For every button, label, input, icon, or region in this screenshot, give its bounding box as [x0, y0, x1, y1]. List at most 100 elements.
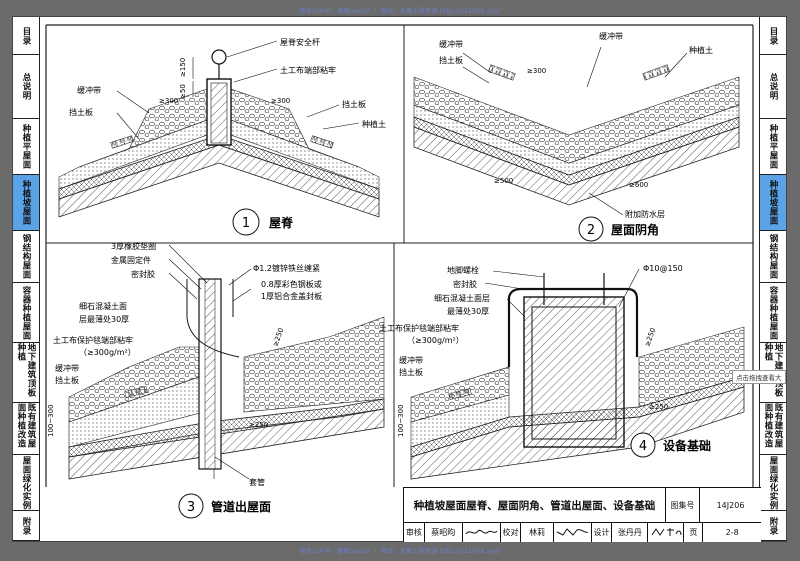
left-tab-label: 钢结构屋面	[21, 234, 31, 279]
checker-name: 林莉	[521, 522, 554, 542]
label-rubber-pad: 3厚橡胶垫圈	[111, 241, 156, 251]
left-tab-6[interactable]: 容器种植屋面	[13, 283, 39, 343]
right-tab-label: 总说明	[768, 73, 778, 100]
detail-2-title: 屋面阴角	[611, 222, 659, 237]
dim-3-250b: ≥250	[249, 421, 268, 429]
left-tab-9[interactable]: 屋面绿化实例	[13, 455, 39, 511]
right-tab-4[interactable]: 种植坡屋面	[760, 175, 786, 231]
dim-2-600: ≥600	[629, 181, 648, 189]
dim-300a: ≥300	[159, 97, 178, 105]
label-geotextile-4b: （≥300g/m²）	[407, 336, 464, 345]
left-tab-8[interactable]: 既有建筑屋面种植改造	[13, 403, 39, 455]
page-label: 页	[684, 522, 704, 542]
review-label: 审核	[404, 522, 425, 542]
label-concrete-3b: 层最薄处30厚	[79, 314, 129, 324]
left-tab-label: 种植平屋面	[21, 124, 31, 169]
right-tab-2[interactable]: 总说明	[760, 55, 786, 119]
detail-3-title: 管道出屋面	[211, 499, 271, 514]
dim-2-300: ≥300	[527, 67, 546, 75]
right-tab-strip: 目录总说明种植平屋面种植坡屋面钢结构屋面容器种植屋面地下建筑顶板种植既有建筑屋面…	[759, 17, 786, 541]
label-steel-plate-2: 1厚铝合金盖封板	[261, 291, 322, 301]
left-tab-label: 总说明	[21, 73, 31, 100]
detail-2-number: 2	[587, 223, 595, 238]
right-tab-10[interactable]: 附录	[760, 511, 786, 541]
label-soil-1: 种植土	[362, 119, 386, 129]
label-extra-waterproof: 附加防水层	[625, 209, 665, 219]
watermark-top: 微信公众号：豚豚useful ｜ 网站：大猿工程资源 http://521006…	[299, 8, 501, 15]
right-tab-label: 钢结构屋面	[768, 234, 778, 279]
dim-50: ≥50	[179, 84, 187, 99]
dim-3-250a: ≥250	[271, 327, 285, 348]
label-metal-fixer: 金属固定件	[111, 255, 151, 265]
label-sealant-3: 密封胶	[131, 269, 155, 279]
left-tab-label: 目录	[21, 26, 31, 45]
detail-3-pipe: 3厚橡胶垫圈 金属固定件 密封胶 Φ1.2镀锌铁丝缠紧 0.8厚彩色钢板或 1厚…	[47, 241, 385, 519]
label-geotextile-3a: 土工布保护毯端部粘牢	[53, 335, 133, 345]
label-concrete-4b: 最薄处30厚	[447, 306, 489, 316]
right-tab-label: 附录	[768, 516, 778, 535]
checker-signature	[554, 522, 592, 542]
right-tab-label: 屋面绿化实例	[768, 455, 778, 510]
detail-4-number: 4	[639, 439, 647, 454]
left-tab-4[interactable]: 种植坡屋面	[13, 175, 39, 231]
dim-150: ≥150	[179, 58, 187, 77]
detail-2-valley: 缓冲带 挡土板 种植土 附加防水层 缓冲带 ≥300 ≥500 ≥600 2 屋…	[413, 31, 740, 242]
label-geotextile-1: 土工布端部粘牢	[280, 65, 336, 75]
label-buffer-belt-3: 缓冲带	[55, 363, 79, 373]
dim-300b: ≥300	[271, 97, 290, 105]
right-tab-9[interactable]: 屋面绿化实例	[760, 455, 786, 511]
left-tab-5[interactable]: 钢结构屋面	[13, 231, 39, 283]
left-tab-label: 容器种植屋面	[21, 285, 31, 340]
reviewer-signature	[463, 522, 501, 542]
atlas-label: 图集号	[666, 488, 700, 522]
label-retaining-board-3: 挡土板	[55, 375, 79, 385]
label-wire: Φ1.2镀锌铁丝缠紧	[253, 263, 320, 273]
label-geotextile-4a: 土工布保护毯端部粘牢	[379, 323, 459, 333]
right-tab-6[interactable]: 容器种植屋面	[760, 283, 786, 343]
label-retaining-board-1r: 挡土板	[342, 99, 366, 109]
dim-4-250b: ≥250	[649, 403, 668, 411]
label-buffer-belt-2: 缓冲带	[439, 39, 463, 49]
left-tab-7[interactable]: 地下建筑顶板种植	[13, 343, 39, 403]
label-rebar: Φ10@150	[643, 264, 683, 273]
detail-1-number: 1	[242, 216, 250, 231]
detail-1-title: 屋脊	[269, 215, 294, 230]
left-tab-1[interactable]: 目录	[13, 17, 39, 55]
label-retaining-board-1l: 挡土板	[69, 107, 93, 117]
zoom-tooltip[interactable]: 点击拖拽查看大	[732, 370, 786, 384]
left-tab-3[interactable]: 种植平屋面	[13, 119, 39, 175]
label-concrete-4a: 细石混凝土面层	[434, 293, 490, 303]
detail-1-ridge: 1 屋脊 屋脊安全杆 土工布端部粘牢 缓冲带 挡土板 挡土板 种植土 ≥150 …	[58, 37, 386, 236]
drawing-title: 种植坡屋面屋脊、屋面阴角、管道出屋面、设备基础	[404, 488, 666, 522]
label-buffer-belt-2b: 缓冲带	[599, 31, 623, 41]
dim-3-100: 100~300	[47, 404, 55, 437]
label-buffer-belt-1: 缓冲带	[77, 85, 101, 95]
reviewer-name: 蔡昭昀	[425, 522, 463, 542]
detail-4-equipment-base: 地脚螺栓 密封胶 细石混凝土面层 最薄处30厚 土工布保护毯端部粘牢 （≥300…	[379, 264, 745, 480]
label-safety-rail: 屋脊安全杆	[280, 37, 320, 47]
watermark-bottom: 微信公众号：豚豚useful ｜ 网站：大猿工程资源 http://521006…	[299, 548, 501, 555]
label-retaining-board-4: 挡土板	[399, 367, 423, 377]
right-tab-1[interactable]: 目录	[760, 17, 786, 55]
drawing-sheet: 目录总说明种植平屋面种植坡屋面钢结构屋面容器种植屋面地下建筑顶板种植既有建筑屋面…	[12, 16, 787, 542]
right-tab-3[interactable]: 种植平屋面	[760, 119, 786, 175]
label-retaining-board-2: 挡土板	[439, 55, 463, 65]
label-soil-2: 种植土	[689, 45, 713, 55]
label-anchor-bolt: 地脚螺栓	[447, 265, 479, 275]
left-tab-10[interactable]: 附录	[13, 511, 39, 541]
right-tab-label: 目录	[768, 26, 778, 45]
left-tab-strip: 目录总说明种植平屋面种植坡屋面钢结构屋面容器种植屋面地下建筑顶板种植既有建筑屋面…	[13, 17, 40, 541]
right-tab-5[interactable]: 钢结构屋面	[760, 231, 786, 283]
detail-4-title: 设备基础	[663, 438, 711, 453]
right-tab-label: 种植平屋面	[768, 124, 778, 169]
label-buffer-belt-4: 缓冲带	[399, 355, 423, 365]
dim-4-250a: ≥250	[643, 327, 657, 348]
check-label: 校对	[501, 522, 522, 542]
label-geotextile-3b: （≥300g/m²）	[79, 348, 136, 357]
dim-4-100: 100~300	[397, 404, 405, 437]
left-tab-label: 附录	[21, 516, 31, 535]
right-tab-8[interactable]: 既有建筑屋面种植改造	[760, 403, 786, 455]
left-tab-2[interactable]: 总说明	[13, 55, 39, 119]
left-tab-label: 屋面绿化实例	[21, 455, 31, 510]
page-number: 2-8	[725, 527, 739, 537]
